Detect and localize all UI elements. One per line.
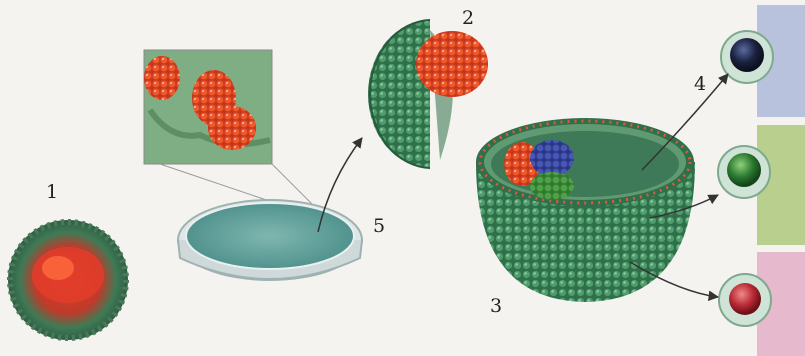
label-3: 3 bbox=[490, 295, 502, 317]
inner-cell-mass-sphere bbox=[368, 20, 488, 168]
label-4: 4 bbox=[694, 73, 706, 95]
magnified-inset bbox=[144, 50, 272, 164]
label-1: 1 bbox=[46, 181, 58, 203]
blastocyst bbox=[476, 118, 695, 302]
petri-dish bbox=[178, 200, 362, 280]
label-5: 5 bbox=[373, 215, 385, 237]
label-2: 2 bbox=[462, 7, 474, 29]
early-embryo bbox=[8, 220, 128, 340]
